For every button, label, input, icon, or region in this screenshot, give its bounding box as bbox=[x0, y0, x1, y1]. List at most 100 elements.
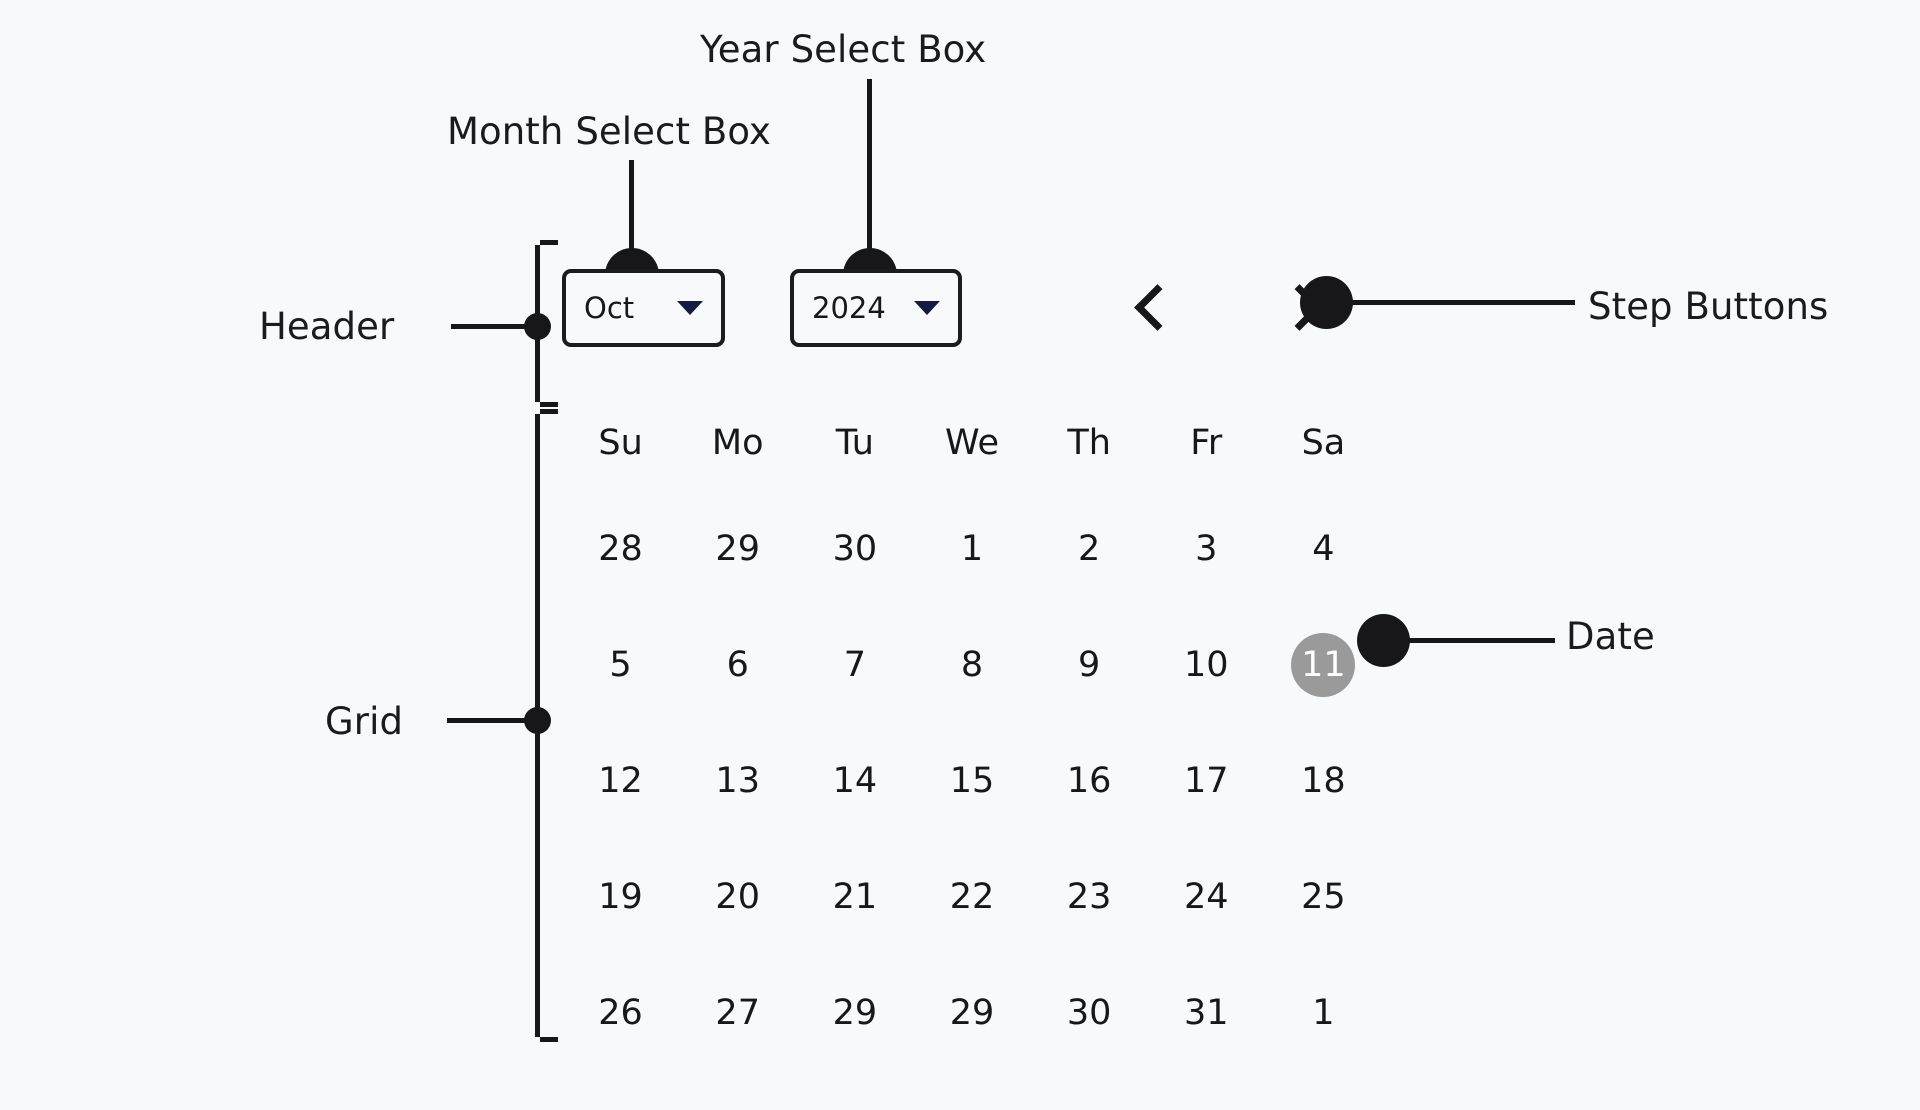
date-cell[interactable]: 20 bbox=[679, 865, 796, 929]
date-button[interactable]: 7 bbox=[843, 644, 866, 685]
date-button[interactable]: 20 bbox=[715, 876, 760, 917]
date-button[interactable]: 23 bbox=[1066, 876, 1112, 917]
date-button[interactable]: 12 bbox=[598, 760, 643, 801]
annotation-label-step-buttons: Step Buttons bbox=[1588, 285, 1829, 328]
date-cell[interactable]: 17 bbox=[1148, 749, 1265, 813]
date-button[interactable]: 25 bbox=[1301, 876, 1346, 917]
date-button[interactable]: 15 bbox=[949, 760, 995, 801]
chevron-left-icon bbox=[1133, 283, 1181, 331]
date-button[interactable]: 22 bbox=[949, 876, 995, 917]
date-button[interactable]: 26 bbox=[598, 992, 643, 1033]
date-cell[interactable]: 19 bbox=[562, 865, 679, 929]
date-cell[interactable]: 18 bbox=[1265, 749, 1382, 813]
weekday-label-mo: Mo bbox=[711, 422, 764, 463]
date-cell[interactable]: 25 bbox=[1265, 865, 1382, 929]
date-cell[interactable]: 4 bbox=[1265, 517, 1382, 581]
date-cell[interactable]: 7 bbox=[796, 633, 913, 697]
date-button[interactable]: 1 bbox=[960, 528, 984, 569]
date-button[interactable]: 9 bbox=[1077, 644, 1101, 685]
date-cell[interactable]: 1 bbox=[1265, 981, 1382, 1045]
date-button[interactable]: 17 bbox=[1183, 760, 1229, 801]
date-button[interactable]: 31 bbox=[1183, 992, 1229, 1033]
leader-line-step-buttons bbox=[1320, 300, 1575, 305]
date-button[interactable]: 3 bbox=[1195, 528, 1218, 569]
date-cell[interactable]: 15 bbox=[913, 749, 1030, 813]
date-button[interactable]: 13 bbox=[715, 760, 760, 801]
date-cell[interactable]: 24 bbox=[1148, 865, 1265, 929]
date-button[interactable]: 2 bbox=[1077, 528, 1101, 569]
calendar-widget: Oct 2024 Su Mo Tu We bbox=[562, 255, 1382, 1071]
chevron-down-icon bbox=[677, 301, 703, 315]
date-button[interactable]: 14 bbox=[832, 760, 878, 801]
date-button[interactable]: 29 bbox=[949, 992, 995, 1033]
date-cell[interactable]: 16 bbox=[1031, 749, 1148, 813]
date-cell[interactable]: 2 bbox=[1031, 517, 1148, 581]
week-row: 26 27 29 29 30 31 1 bbox=[562, 955, 1382, 1071]
date-button[interactable]: 8 bbox=[960, 644, 984, 685]
date-cell[interactable]: 6 bbox=[679, 633, 796, 697]
leader-line-date bbox=[1375, 638, 1555, 643]
date-cell[interactable]: 1 bbox=[913, 517, 1030, 581]
date-cell[interactable]: 5 bbox=[562, 633, 679, 697]
date-button[interactable]: 1 bbox=[1312, 992, 1335, 1033]
month-select-box[interactable]: Oct bbox=[562, 269, 725, 347]
date-cell[interactable]: 22 bbox=[913, 865, 1030, 929]
date-cell[interactable]: 29 bbox=[796, 981, 913, 1045]
chevron-right-icon bbox=[1275, 283, 1323, 331]
date-cell[interactable]: 8 bbox=[913, 633, 1030, 697]
date-cell[interactable]: 29 bbox=[679, 517, 796, 581]
date-button[interactable]: 6 bbox=[726, 644, 749, 685]
weekday-label-su: Su bbox=[598, 422, 643, 463]
date-button[interactable]: 28 bbox=[598, 528, 643, 569]
leader-line-month-select-box bbox=[629, 160, 634, 272]
previous-month-button[interactable] bbox=[1133, 273, 1181, 341]
date-cell[interactable]: 12 bbox=[562, 749, 679, 813]
date-cell[interactable]: 27 bbox=[679, 981, 796, 1045]
date-cell[interactable]: 31 bbox=[1148, 981, 1265, 1045]
annotation-label-grid: Grid bbox=[325, 700, 404, 743]
date-button[interactable]: 18 bbox=[1301, 760, 1346, 801]
date-cell[interactable]: 21 bbox=[796, 865, 913, 929]
date-cell[interactable]: 11 bbox=[1265, 633, 1382, 697]
weekday-label-sa: Sa bbox=[1301, 422, 1346, 463]
date-button[interactable]: 29 bbox=[832, 992, 878, 1033]
leader-line-header bbox=[451, 324, 533, 329]
leader-line-year-select-box bbox=[867, 79, 872, 272]
date-cell[interactable]: 9 bbox=[1031, 633, 1148, 697]
next-month-button[interactable] bbox=[1275, 273, 1323, 341]
annotation-label-month-select-box: Month Select Box bbox=[447, 110, 772, 153]
chevron-down-icon bbox=[914, 301, 940, 315]
date-cell[interactable]: 28 bbox=[562, 517, 679, 581]
date-cell[interactable]: 13 bbox=[679, 749, 796, 813]
date-button[interactable]: 5 bbox=[609, 644, 632, 685]
date-button[interactable]: 4 bbox=[1312, 528, 1335, 569]
date-cell[interactable]: 30 bbox=[796, 517, 913, 581]
leader-dot-date bbox=[1357, 614, 1410, 667]
date-button[interactable]: 16 bbox=[1066, 760, 1112, 801]
date-button[interactable]: 29 bbox=[715, 528, 760, 569]
date-cell[interactable]: 23 bbox=[1031, 865, 1148, 929]
week-row: 5 6 7 8 9 10 11 bbox=[562, 607, 1382, 723]
date-button[interactable]: 30 bbox=[1066, 992, 1112, 1033]
leader-dot-step-buttons bbox=[1300, 276, 1353, 329]
year-select-box[interactable]: 2024 bbox=[790, 269, 962, 347]
week-row: 12 13 14 15 16 17 18 bbox=[562, 723, 1382, 839]
date-button[interactable]: 27 bbox=[715, 992, 760, 1033]
date-button-selected[interactable]: 11 bbox=[1291, 633, 1356, 697]
week-row: 28 29 30 1 2 3 4 bbox=[562, 491, 1382, 607]
week-row: 19 20 21 22 23 24 25 bbox=[562, 839, 1382, 955]
date-button[interactable]: 21 bbox=[832, 876, 878, 917]
step-buttons-group bbox=[1133, 273, 1323, 341]
date-cell[interactable]: 3 bbox=[1148, 517, 1265, 581]
date-cell[interactable]: 30 bbox=[1031, 981, 1148, 1045]
date-cell[interactable]: 29 bbox=[913, 981, 1030, 1045]
annotation-label-date: Date bbox=[1566, 615, 1655, 658]
date-cell[interactable]: 10 bbox=[1148, 633, 1265, 697]
date-button[interactable]: 19 bbox=[598, 876, 643, 917]
date-cell[interactable]: 14 bbox=[796, 749, 913, 813]
leader-line-grid bbox=[447, 718, 533, 723]
date-button[interactable]: 10 bbox=[1183, 644, 1229, 685]
date-button[interactable]: 24 bbox=[1183, 876, 1229, 917]
date-button[interactable]: 30 bbox=[832, 528, 878, 569]
date-cell[interactable]: 26 bbox=[562, 981, 679, 1045]
